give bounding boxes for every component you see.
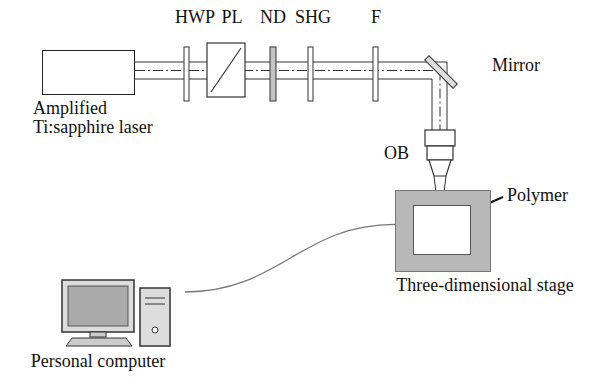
part-label: PL <box>221 8 242 26</box>
computer-icon <box>60 278 185 348</box>
node-label: Amplified Ti:sapphire laser <box>33 99 168 137</box>
part-label: SHG <box>295 8 331 26</box>
polymer-sample <box>413 205 471 255</box>
part-label: HWP <box>175 8 215 26</box>
part-label: Mirror <box>492 56 540 74</box>
stage-node: Three-dimensional stage <box>365 190 605 310</box>
node-label: Three-dimensional stage <box>365 276 605 295</box>
laser-node: Amplified Ti:sapphire laser <box>33 50 168 137</box>
part-label: F <box>371 8 381 26</box>
stage-box <box>395 190 491 272</box>
part-label: OB <box>384 144 409 162</box>
cable <box>185 224 395 292</box>
part-label: ND <box>260 8 286 26</box>
part-label: Polymer <box>507 186 568 204</box>
pc-node: Personal computer <box>8 278 188 371</box>
node-label: Personal computer <box>8 352 188 371</box>
laser-box <box>42 50 135 95</box>
